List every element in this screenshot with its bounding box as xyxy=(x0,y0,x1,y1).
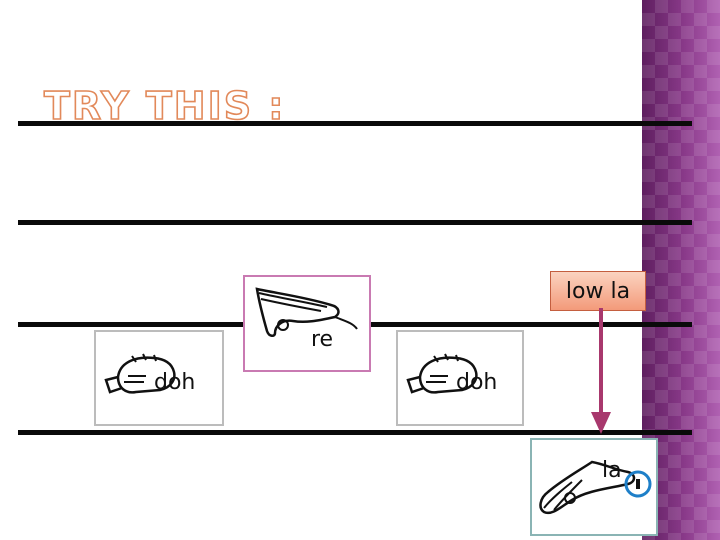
fist-hand-icon xyxy=(406,353,478,394)
downward-hand-icon xyxy=(539,460,636,515)
card-label: re xyxy=(311,327,334,352)
staff-line-2 xyxy=(18,220,692,225)
fist-hand-icon xyxy=(104,353,176,394)
card-label: doh xyxy=(154,370,196,395)
down-arrow-icon xyxy=(591,308,611,434)
low-la-callout: low la xyxy=(550,271,646,311)
hand-sign-card-re: re xyxy=(243,275,371,372)
card-label: doh xyxy=(456,370,498,395)
staff-line-4 xyxy=(18,430,692,435)
hand-sign-card-la: la xyxy=(530,438,658,536)
card-label: la xyxy=(602,458,622,483)
hand-sign-card-doh: doh xyxy=(396,330,524,426)
staff-line-1 xyxy=(18,121,692,126)
flat-hand-icon xyxy=(255,287,358,337)
hand-sign-card-doh: doh xyxy=(94,330,224,426)
